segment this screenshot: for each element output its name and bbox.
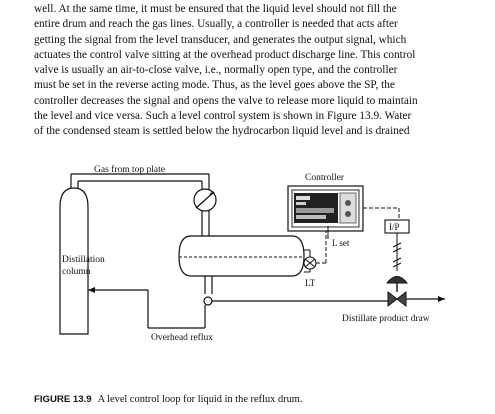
- distillation-label-2: column: [62, 267, 91, 277]
- figure-caption: FIGURE 13.9 A level control loop for liqu…: [34, 394, 302, 405]
- level-transmitter: [303, 249, 317, 273]
- overhead-reflux-label: Overhead reflux: [151, 332, 213, 343]
- paragraph-line: must be set in the reverse acting mode. …: [34, 79, 395, 92]
- controller-label: Controller: [305, 173, 345, 183]
- paragraph-line: entire drum and reach the gas lines. Usu…: [34, 18, 398, 31]
- caption-text: A level control loop for liquid in the r…: [97, 394, 303, 405]
- gas-line-label: Gas from top plate: [94, 164, 165, 175]
- knob-icon: [345, 200, 351, 206]
- distillation-label-1: Distillation: [62, 255, 105, 265]
- ip-label: I/P: [389, 222, 400, 232]
- paragraph-line: well. At the same time, it must be ensur…: [34, 3, 397, 15]
- process-lines: [88, 287, 445, 329]
- lset-label: L set: [332, 238, 350, 248]
- gas-line: [70, 173, 210, 236]
- knob-icon: [345, 211, 351, 217]
- condenser: [193, 188, 217, 212]
- body-paragraph: well. At the same time, it must be ensur…: [34, 2, 474, 140]
- controller: [287, 185, 364, 232]
- paragraph-line: actuates the control valve sitting at th…: [34, 48, 416, 61]
- pneumatic-line: [392, 233, 402, 271]
- water-boot: [203, 276, 213, 306]
- reflux-drum: [178, 235, 305, 277]
- paragraph-line: valve is usually an air-to-close valve, …: [34, 64, 398, 77]
- paragraph-line: controller decreases the signal and open…: [34, 94, 418, 107]
- distillation-column: [59, 187, 89, 335]
- lt-label: LT: [305, 278, 316, 288]
- distillate-draw-label: Distillate product draw: [342, 314, 430, 324]
- paragraph-line: the level and vice versa. Such a level c…: [34, 110, 412, 123]
- paragraph-line: getting the signal from the level transd…: [34, 33, 407, 46]
- paragraph-line: of the condensed steam is settled below …: [34, 125, 410, 138]
- figure-number: FIGURE 13.9: [34, 394, 92, 405]
- control-valve: [385, 276, 409, 308]
